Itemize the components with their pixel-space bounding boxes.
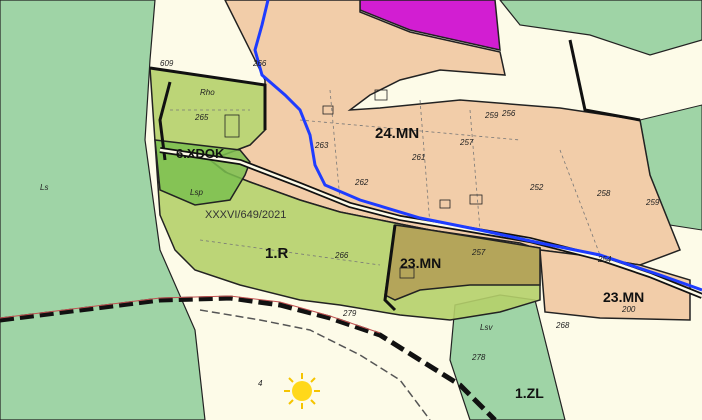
parcel-256: 256 — [501, 109, 516, 118]
parcel-279: 279 — [342, 309, 357, 318]
parcel-257-top: 257 — [459, 138, 474, 147]
road-inner — [159, 148, 702, 298]
resolution-label: XXXVI/649/2021 — [205, 209, 286, 221]
parcel-259-top: 259 — [484, 111, 499, 120]
parcel-261: 261 — [411, 153, 425, 162]
railway-line — [0, 295, 497, 420]
parcel-262: 262 — [354, 178, 369, 187]
boundary-line-23mn — [383, 224, 397, 312]
parcel-266-top: 266 — [252, 59, 267, 68]
zone-24mn-label: 24.MN — [375, 125, 419, 142]
sun-icon — [284, 373, 320, 409]
land-use-lsv: Lsv — [480, 323, 493, 332]
building-outlines — [224, 89, 483, 279]
zone-23mn-center-area — [384, 224, 541, 301]
zone-23mn-right-label: 23.MN — [603, 289, 644, 305]
land-use-lsp: Lsp — [190, 188, 203, 197]
zone-23mn-center-label: 23.MN — [400, 255, 441, 271]
parcel-4: 4 — [258, 379, 263, 388]
river-line — [253, 0, 702, 292]
zone-xdok-area — [154, 139, 251, 206]
boundary-line-top — [568, 39, 641, 122]
zone-1r-label: 1.R — [265, 245, 289, 262]
land-use-rho: Rho — [200, 88, 215, 97]
land-use-ls: Ls — [40, 183, 48, 192]
parcel-263: 263 — [314, 141, 329, 150]
railway-edge — [0, 295, 381, 334]
parcel-200: 200 — [621, 305, 636, 314]
parcel-259: 259 — [645, 198, 660, 207]
parcel-boundaries — [170, 89, 601, 266]
forest-area-top — [499, 0, 702, 56]
contour-line — [199, 309, 431, 420]
boundary-line-left — [158, 81, 172, 161]
parcel-258: 258 — [596, 189, 611, 198]
zone-xdok-label: 6.XDOK — [176, 146, 225, 161]
parcel-265: 265 — [194, 113, 209, 122]
zone-1zl-label: 1.ZL — [515, 385, 544, 401]
parcel-257: 257 — [471, 248, 486, 257]
parcel-609: 609 — [160, 59, 174, 68]
parcel-278: 278 — [471, 353, 486, 362]
parcel-266: 266 — [334, 251, 349, 260]
parcel-268: 268 — [555, 321, 570, 330]
parcel-254: 254 — [597, 255, 612, 264]
boundary-line-xdok — [149, 66, 267, 130]
parcel-252: 252 — [529, 183, 544, 192]
